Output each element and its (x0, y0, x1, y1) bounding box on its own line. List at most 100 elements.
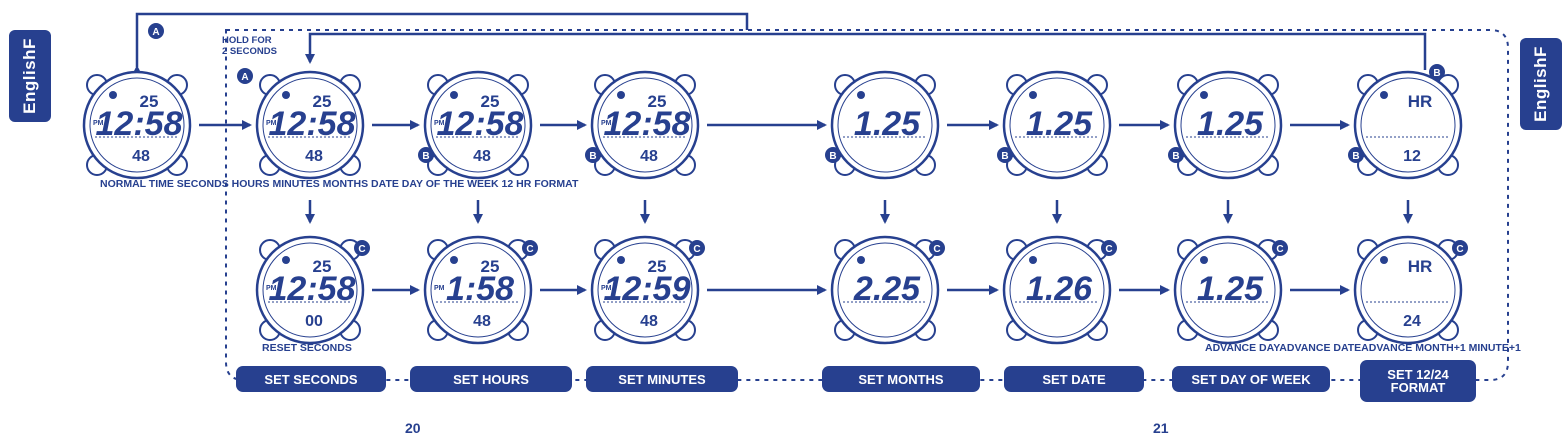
watch-set-minutes-main-digits: 12:59 (604, 270, 691, 308)
watch-day-of-week: 1.25B (1168, 70, 1283, 180)
watch-set-date: 1.26 C (1002, 235, 1117, 345)
watch-date-main-digits: 1.25 (1026, 105, 1093, 143)
svg-text:PM: PM (601, 285, 612, 292)
svg-text:PM: PM (434, 285, 445, 292)
watch-date: 1.25B (997, 70, 1112, 180)
watch-hr-format-button-b-badge: B (1348, 147, 1364, 163)
svg-text:C: C (1456, 244, 1463, 255)
watch-set-months: 2.25 C (830, 235, 945, 345)
watch-months-main-digits: 1.25 (854, 105, 921, 143)
button-b-loop-badge: B (1429, 64, 1445, 80)
watch-set-12-24-format-button-c-badge: C (1452, 240, 1468, 256)
language-tab-left: EnglishF (9, 30, 51, 122)
watch-set-seconds-upper-digits: 25 (313, 257, 332, 276)
svg-text:B: B (1001, 151, 1008, 162)
watch-hours-main-digits: 12:58 (437, 105, 524, 143)
svg-text:B: B (1433, 68, 1440, 79)
watch-set-hours-upper-digits: 25 (481, 257, 500, 276)
watch-set-day-of-week-button-c-badge: C (1272, 240, 1288, 256)
button-b-loop-line (305, 32, 1427, 70)
svg-text:B: B (829, 151, 836, 162)
svg-text:B: B (1172, 151, 1179, 162)
watch-minutes-button-b-badge: B (585, 147, 601, 163)
step-set-seconds: SET SECONDS (236, 366, 386, 392)
watch-set-minutes-upper-digits: 25 (648, 257, 667, 276)
watch-months: 1.25B (825, 70, 940, 180)
svg-text:B: B (589, 151, 596, 162)
watch-day-of-week-main-digits: 1.25 (1197, 105, 1264, 143)
mode-boundary (225, 29, 1509, 381)
svg-text:A: A (152, 27, 159, 38)
page-number-left: 20 (405, 420, 421, 436)
watch-normal-time-lower-digits: 48 (132, 148, 150, 165)
watch-set-date-button-c-badge: C (1101, 240, 1117, 256)
watch-set-minutes-lower-digits: 48 (640, 313, 658, 330)
page-number-right: 21 (1153, 420, 1169, 436)
watch-set-hours-button-c-badge: C (522, 240, 538, 256)
watch-set-seconds-button-c-badge: C (354, 240, 370, 256)
watch-hours-button-b-badge: B (418, 147, 434, 163)
svg-text:C: C (526, 244, 533, 255)
step-set-12-24-format: SET 12/24 FORMAT (1360, 360, 1476, 402)
svg-text:B: B (1352, 151, 1359, 162)
hold-note-line-1: HOLD FOR (222, 35, 272, 46)
step-set-hours: SET HOURS (410, 366, 572, 392)
watch-minutes-main-digits: 12:58 (604, 105, 691, 143)
reset-seconds-label: RESET SECONDS (262, 342, 352, 354)
watch-seconds-main-digits: 12:58 (269, 105, 356, 143)
hold-note-line-2: 2 SECONDS (222, 46, 277, 57)
watch-set-12-24-format: HR 24 C (1353, 235, 1468, 345)
step-set-date: SET DATE (1004, 366, 1144, 392)
watch-day-of-week-button-b-badge: B (1168, 147, 1184, 163)
watch-set-seconds-main-digits: 12:58 (269, 270, 356, 308)
watch-hours-lower-digits: 48 (473, 148, 491, 165)
watch-minutes-lower-digits: 48 (640, 148, 658, 165)
watch-hr-format-upper-digits: HR (1408, 92, 1433, 111)
svg-text:C: C (693, 244, 700, 255)
watch-set-seconds-lower-digits: 00 (305, 313, 323, 330)
svg-text:B: B (422, 151, 429, 162)
svg-text:PM: PM (266, 120, 277, 127)
svg-text:C: C (933, 244, 940, 255)
watch-set-months-button-c-badge: C (929, 240, 945, 256)
watch-normal-time-main-digits: 12:58 (96, 105, 183, 143)
watch-normal-time-upper-digits: 25 (140, 92, 159, 111)
watch-set-day-of-week: 1.25 C (1173, 235, 1288, 345)
step-set-minutes: SET MINUTES (586, 366, 738, 392)
advance-labels: ADVANCE DAYADVANCE DATEADVANCE MONTH+1 M… (1205, 342, 1521, 354)
svg-text:C: C (358, 244, 365, 255)
watch-set-months-main-digits: 2.25 (853, 270, 921, 308)
watch-hr-format-lower-digits: 12 (1403, 148, 1421, 165)
watch-set-hours-main-digits: 1:58 (446, 270, 514, 308)
watch-set-12-24-format-lower-digits: 24 (1403, 313, 1421, 330)
watch-months-button-b-badge: B (825, 147, 841, 163)
watch-minutes-upper-digits: 25 (648, 92, 667, 111)
watch-set-date-main-digits: 1.26 (1026, 270, 1093, 308)
step-set-day-of-week: SET DAY OF WEEK (1172, 366, 1330, 392)
watch-date-button-b-badge: B (997, 147, 1013, 163)
button-a-loop-line (132, 12, 749, 75)
svg-text:PM: PM (93, 120, 104, 127)
watch-hr-format: HR 12 B (1348, 70, 1463, 180)
svg-text:C: C (1105, 244, 1112, 255)
svg-text:PM: PM (601, 120, 612, 127)
button-a-hold-badge: A (237, 68, 253, 84)
watch-seconds-upper-digits: 25 (313, 92, 332, 111)
watch-hours-upper-digits: 25 (481, 92, 500, 111)
watch-seconds-lower-digits: 48 (305, 148, 323, 165)
step-set-months: SET MONTHS (822, 366, 980, 392)
svg-text:PM: PM (434, 120, 445, 127)
watch-set-day-of-week-main-digits: 1.25 (1197, 270, 1264, 308)
watch-set-12-24-format-upper-digits: HR (1408, 257, 1433, 276)
svg-text:PM: PM (266, 285, 277, 292)
watch-set-minutes-button-c-badge: C (689, 240, 705, 256)
top-row-mode-labels: NORMAL TIME SECONDS HOURS MINUTES MONTHS… (100, 178, 579, 190)
